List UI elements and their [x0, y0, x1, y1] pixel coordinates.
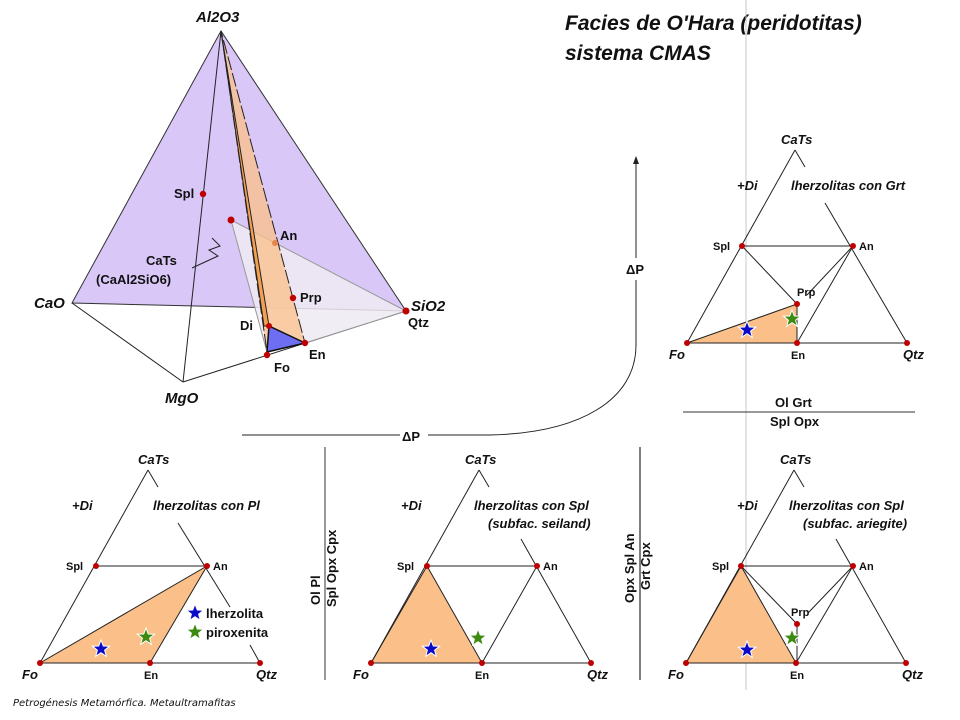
pressure-arrow: ΔP ΔP: [242, 156, 644, 444]
label-spl: Spl: [174, 186, 194, 201]
label-en: En: [309, 347, 326, 362]
reactions-1-top-label: Opx Spl An: [622, 533, 637, 603]
diagram-spl-ariegite: CaTs +Di lherzolitas con Spl (subfac. ar…: [668, 452, 923, 682]
triangle_labels-di-label: +Di: [401, 498, 422, 513]
triangle_labels-an-label: An: [543, 561, 558, 573]
legend-star-green: [185, 622, 205, 640]
triangle_labels-apex-label: CaTs: [780, 452, 811, 467]
triangle_labels-prp-label: Prp: [797, 287, 816, 299]
pressure-label-horizontal: ΔP: [402, 429, 420, 444]
reaction-pl-spl: Ol Pl Spl Opx Cpx: [308, 447, 339, 680]
triangle_labels-en-label: En: [475, 670, 489, 682]
reactions-1-bottom-label: Grt Cpx: [638, 542, 653, 590]
legend-lherzolita: lherzolita: [206, 606, 264, 621]
triangle_labels-qtz-label: Qtz: [902, 667, 923, 682]
triangle_labels-qtz-label: Qtz: [256, 667, 277, 682]
cats-pointer: [191, 237, 221, 269]
triangle_labels-an-label: An: [213, 561, 228, 573]
label-prp: Prp: [300, 290, 322, 305]
diagram-heading: lherzolitas con Pl: [153, 498, 260, 513]
reactions-2-top-label: Ol Grt: [775, 395, 813, 410]
reactions-0-top-label: Ol Pl: [308, 575, 323, 605]
triangle_labels-en-label: En: [144, 670, 158, 682]
triangle_labels-qtz-label: Qtz: [587, 667, 608, 682]
diagram-spl-seiland: CaTs +Di lherzolitas con Spl (subfac. se…: [353, 452, 608, 682]
triangle_labels-di-label: +Di: [72, 498, 93, 513]
diagram-subheading: (subfac. seiland): [488, 516, 591, 531]
vertex-cao: CaO: [34, 295, 65, 312]
triangle_labels-di-label: +Di: [737, 178, 758, 193]
diagram-subheading: (subfac. ariegite): [803, 516, 907, 531]
triangle_labels-spl-label: Spl: [713, 241, 730, 253]
label-an: An: [280, 228, 297, 243]
triangle_labels-fo-label: Fo: [669, 347, 685, 362]
diagram-grt-lherzolite: CaTs +Di lherzolitas con Grt Spl An Prp …: [669, 132, 924, 362]
triangle_labels-prp-label: Prp: [791, 607, 810, 619]
triangle_labels-apex-label: CaTs: [781, 132, 812, 147]
triangle_labels-apex-label: CaTs: [465, 452, 496, 467]
triangle_labels-fo-label: Fo: [668, 667, 684, 682]
triangle_labels-en-label: En: [791, 350, 805, 362]
vertex-mgo: MgO: [165, 390, 199, 407]
label-fo: Fo: [274, 360, 290, 375]
triangle_labels-fo-label: Fo: [353, 667, 369, 682]
triangle_labels-an-label: An: [859, 241, 874, 253]
reactions-2-bottom-label: Spl Opx: [770, 414, 820, 429]
triangle_labels-qtz-label: Qtz: [903, 347, 924, 362]
diagram-heading: lherzolitas con Grt: [791, 178, 906, 193]
title-line2: sistema CMAS: [565, 42, 711, 65]
triangle_labels-di-label: +Di: [737, 498, 758, 513]
reaction-spl-grt: Opx Spl An Grt Cpx: [622, 447, 653, 680]
triangle_labels-an-label: An: [859, 561, 874, 573]
vertex-sio2: SiO2: [411, 298, 446, 315]
triangle_labels-spl-label: Spl: [712, 561, 729, 573]
label-cats-formula: (CaAl2SiO6): [96, 272, 171, 287]
triangle_labels-en-label: En: [790, 670, 804, 682]
reaction-ol-grt: Ol Grt Spl Opx: [683, 395, 915, 429]
triangle_labels-spl-label: Spl: [66, 561, 83, 573]
vertex-al2o3: Al2O3: [195, 9, 240, 26]
label-qtz: Qtz: [408, 315, 429, 330]
label-di: Di: [240, 318, 253, 333]
footer: Petrogénesis Metamórfica. Metaultramafit…: [13, 697, 236, 709]
cmas-tetrahedron: Al2O3 CaO MgO SiO2 Spl CaTs (CaAl2SiO6) …: [34, 9, 446, 407]
legend-star-blue: [185, 603, 205, 621]
diagram-pl-lherzolite: lherzolita piroxenita CaTs +Di lherzolit…: [22, 452, 277, 682]
diagram-heading: lherzolitas con Spl: [474, 498, 589, 513]
legend-piroxenita: piroxenita: [206, 625, 269, 640]
triangle_labels-fo-label: Fo: [22, 667, 38, 682]
triangle_labels-spl-label: Spl: [397, 561, 414, 573]
triangle_labels-apex-label: CaTs: [138, 452, 169, 467]
reactions-0-bottom-label: Spl Opx Cpx: [324, 529, 339, 607]
title-line1: Facies de O'Hara (peridotitas): [565, 12, 862, 35]
face-di-fo-en: [266, 324, 308, 353]
pressure-label-vertical: ΔP: [626, 262, 644, 277]
label-cats: CaTs: [146, 253, 177, 268]
diagram-heading: lherzolitas con Spl: [789, 498, 904, 513]
face-cao-al2o3-sio2: [71, 30, 407, 312]
